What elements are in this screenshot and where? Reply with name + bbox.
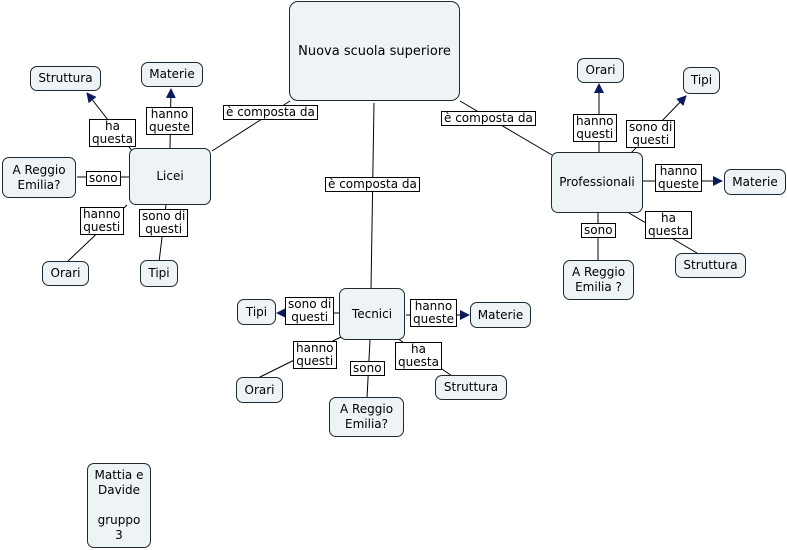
label-composta-licei: è composta da [223, 105, 318, 120]
connector-main-professionali [459, 100, 553, 156]
tecnici-materie-node[interactable]: Materie [470, 302, 531, 328]
licei-orari-node[interactable]: Orari [42, 261, 89, 286]
prof-orari-node[interactable]: Orari [577, 58, 624, 83]
label-tecnici-sono: sono [350, 361, 385, 376]
label-tecnici-hanno-queste: hanno queste [410, 299, 457, 327]
label-licei-sono-di-questi: sono di questi [139, 209, 189, 237]
label-prof-hanno-questi: hanno questi [573, 114, 617, 142]
label-licei-hanno-questi: hanno questi [80, 207, 124, 235]
tecnici-struttura-node[interactable]: Struttura [435, 375, 507, 400]
label-licei-sono: sono [86, 171, 121, 186]
label-licei-hanno-queste: hanno queste [146, 107, 193, 135]
licei-node[interactable]: Licei [129, 148, 211, 205]
label-licei-ha-questa: ha questa [89, 119, 136, 147]
main-topic-node[interactable]: Nuova scuola superiore [289, 1, 460, 101]
label-tecnici-ha-questa: ha questa [395, 342, 442, 370]
licei-reggio-node[interactable]: A Reggio Emilia? [2, 157, 76, 198]
label-prof-hanno-queste: hanno queste [655, 164, 702, 192]
label-tecnici-hanno-questi: hanno questi [293, 341, 337, 369]
tecnici-orari-node[interactable]: Orari [236, 377, 283, 403]
authors-note: Mattia e Davide gruppo 3 [87, 463, 151, 548]
professionali-node[interactable]: Professionali [551, 152, 643, 213]
label-composta-prof: è composta da [441, 111, 536, 126]
connector-main-tecnici [370, 102, 375, 290]
licei-tipi-node[interactable]: Tipi [140, 260, 178, 287]
prof-reggio-node[interactable]: A Reggio Emilia ? [563, 260, 634, 300]
label-tecnici-sono-di-questi: sono di questi [285, 297, 335, 325]
licei-struttura-node[interactable]: Struttura [30, 66, 101, 91]
label-prof-sono-di-questi: sono di questi [626, 120, 676, 148]
tecnici-reggio-node[interactable]: A Reggio Emilia? [329, 397, 404, 437]
tecnici-tipi-node[interactable]: Tipi [237, 299, 276, 325]
label-composta-tecnici: è composta da [325, 177, 420, 192]
tecnici-node[interactable]: Tecnici [339, 288, 405, 340]
prof-tipi-node[interactable]: Tipi [683, 67, 720, 94]
prof-struttura-node[interactable]: Struttura [675, 253, 746, 278]
prof-materie-node[interactable]: Materie [724, 169, 786, 195]
licei-materie-node[interactable]: Materie [141, 62, 203, 87]
label-prof-ha-questa: ha questa [645, 211, 692, 239]
label-prof-sono: sono [581, 223, 616, 238]
